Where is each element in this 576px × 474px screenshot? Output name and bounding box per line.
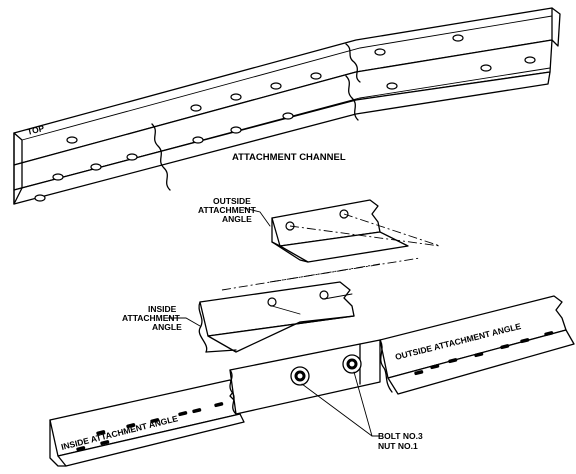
label-outside-angle-3: ANGLE [222, 214, 252, 224]
label-inside-angle-1: INSIDE [148, 304, 177, 314]
attachment-channel [13, 7, 561, 205]
bolt-nut-left [290, 366, 310, 386]
label-inside-angle-2: ATTACHMENT [122, 313, 181, 323]
bolt-nut-right [342, 354, 362, 374]
label-bolt: BOLT NO.3 [378, 431, 423, 441]
outside-angle-leader [243, 207, 271, 227]
label-top: TOP [26, 123, 46, 137]
label-attachment-channel: ATTACHMENT CHANNEL [232, 152, 346, 163]
label-outside-angle-2: ATTACHMENT [198, 205, 257, 215]
assembled-inside-angle [49, 379, 245, 467]
outside-attachment-angle-detail [221, 199, 441, 291]
bolt-leaders [301, 371, 381, 437]
label-outside-angle-1: OUTSIDE [213, 196, 251, 206]
assembled-outside-angle [379, 295, 575, 395]
inside-angle-leader [167, 317, 201, 327]
label-inside-angle-3: ANGLE [152, 322, 182, 332]
inside-attachment-angle-detail [198, 281, 355, 353]
label-nut: NUT NO.1 [378, 441, 418, 451]
